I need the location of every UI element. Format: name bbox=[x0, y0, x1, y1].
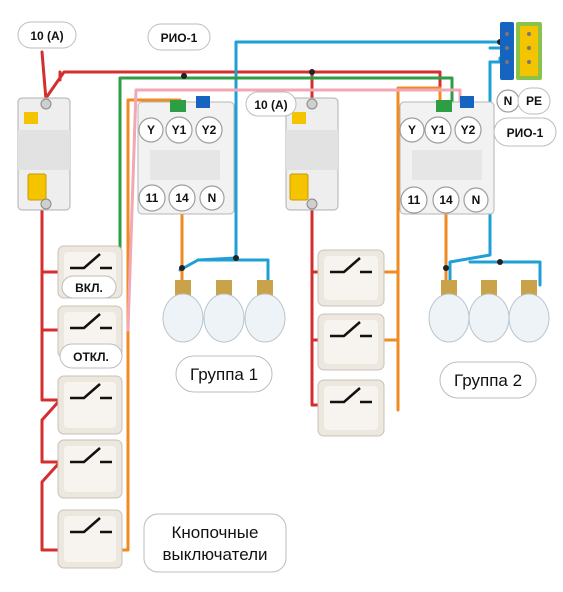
button-right-1[interactable] bbox=[317, 249, 385, 307]
legend-line-2: выключатели bbox=[162, 545, 267, 564]
button-off-label: ОТКЛ. bbox=[59, 343, 123, 369]
lamp-icon bbox=[244, 280, 286, 343]
busbar-labels: N PE bbox=[496, 87, 551, 115]
relay-left-terminals: Y Y1 Y2 11 14 N bbox=[138, 116, 225, 212]
busbar-pe-label: PE bbox=[526, 94, 542, 108]
terminal-14: 14 bbox=[175, 191, 189, 205]
terminal-y2: Y2 bbox=[202, 123, 217, 137]
lamp-icon bbox=[468, 280, 510, 343]
off-label: ОТКЛ. bbox=[73, 350, 109, 364]
lamps-group-1 bbox=[162, 280, 286, 343]
relay-right-terminals: Y Y1 Y2 11 14 N bbox=[399, 116, 489, 214]
terminal-11: 11 bbox=[146, 191, 159, 205]
busbar-n-label: N bbox=[504, 94, 513, 108]
breaker-handle[interactable] bbox=[289, 173, 309, 201]
brand-mark-icon bbox=[292, 112, 306, 124]
breaker-rating-label: 10 (A) bbox=[254, 98, 287, 112]
button-left-3[interactable] bbox=[57, 375, 123, 435]
lamp-icon bbox=[508, 280, 550, 343]
breaker-right-rating: 10 (A) bbox=[245, 91, 297, 117]
terminal-n: N bbox=[208, 191, 217, 205]
group-1-text: Группа 1 bbox=[190, 365, 258, 384]
busbar bbox=[500, 22, 542, 80]
breaker-left bbox=[17, 97, 71, 211]
group-2-text: Группа 2 bbox=[454, 371, 522, 390]
terminal-y1: Y1 bbox=[172, 123, 187, 137]
relay-left-name: РИО-1 bbox=[147, 23, 211, 51]
on-wire bbox=[118, 76, 454, 272]
terminal-y: Y bbox=[408, 123, 416, 137]
terminal-y: Y bbox=[147, 123, 155, 137]
lamp-icon bbox=[428, 280, 470, 343]
lamp-icon bbox=[203, 280, 245, 343]
terminal-y1: Y1 bbox=[431, 123, 446, 137]
relay-right-name: РИО-1 bbox=[493, 117, 557, 147]
breaker-right bbox=[285, 97, 339, 211]
push-buttons-legend: Кнопочные выключатели bbox=[143, 513, 287, 573]
lamps-group-2 bbox=[428, 280, 550, 343]
relay-name-label: РИО-1 bbox=[161, 31, 198, 45]
terminal-14: 14 bbox=[439, 193, 453, 207]
breaker-left-rating: 10 (A) bbox=[17, 21, 77, 49]
legend-line-1: Кнопочные bbox=[172, 523, 259, 542]
button-right-3[interactable] bbox=[317, 379, 385, 437]
button-left-4[interactable] bbox=[57, 439, 123, 499]
terminal-y2: Y2 bbox=[461, 123, 476, 137]
group-1-label: Группа 1 bbox=[175, 355, 273, 393]
button-on-label: ВКЛ. bbox=[61, 275, 117, 299]
button-left-5[interactable] bbox=[57, 509, 123, 569]
terminal-n: N bbox=[472, 193, 481, 207]
button-right-2[interactable] bbox=[317, 313, 385, 371]
relay-name-label: РИО-1 bbox=[507, 126, 544, 140]
brand-mark-icon bbox=[24, 112, 38, 124]
lamp-icon bbox=[162, 280, 204, 343]
breaker-handle[interactable] bbox=[27, 173, 47, 201]
group-2-label: Группа 2 bbox=[439, 361, 537, 399]
terminal-11: 11 bbox=[408, 193, 421, 207]
breaker-rating-label: 10 (A) bbox=[30, 29, 63, 43]
on-label: ВКЛ. bbox=[75, 281, 103, 295]
